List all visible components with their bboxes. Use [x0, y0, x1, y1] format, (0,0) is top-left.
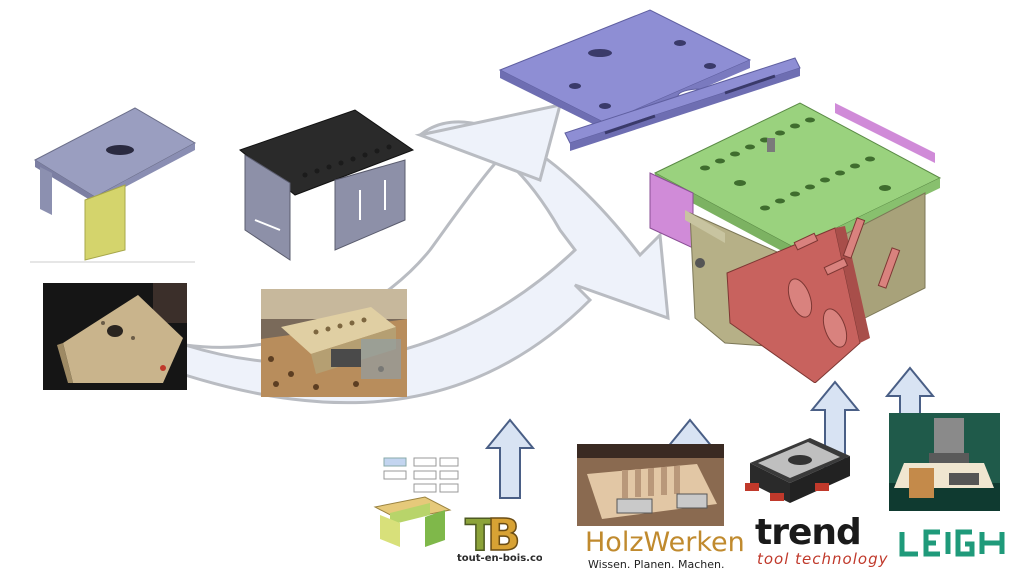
photo-plywood-router-plate — [43, 283, 187, 390]
toutenbois-logo-text: tout-en-bois.com — [457, 553, 542, 564]
toutenbois-diagram-thumbnail — [370, 455, 460, 550]
dark-router-table-model — [238, 109, 415, 261]
photo-wooden-jig-bench — [261, 289, 407, 397]
router-table-assembly-model — [649, 102, 942, 383]
holzwerken-logo: HolzWerken — [585, 527, 745, 558]
toutenbois-logo: T B tout-en-bois.com — [455, 502, 542, 568]
small-arrow-toutenbois — [485, 418, 535, 499]
trend-logo: trend — [755, 512, 862, 553]
simple-router-table-model — [30, 107, 197, 263]
arrow-head — [414, 103, 563, 182]
photo-leigh-router-jig — [889, 413, 1000, 511]
big-curved-arrow-body — [183, 120, 670, 405]
trend-router-table-product — [745, 438, 850, 503]
holzwerken-tagline: Wissen. Planen. Machen. — [588, 558, 725, 571]
photo-holzwerken-jig — [577, 444, 724, 526]
leigh-logo — [899, 529, 1005, 557]
router-top-plate-exploded — [498, 9, 801, 151]
trend-tagline: tool technology — [757, 550, 889, 568]
